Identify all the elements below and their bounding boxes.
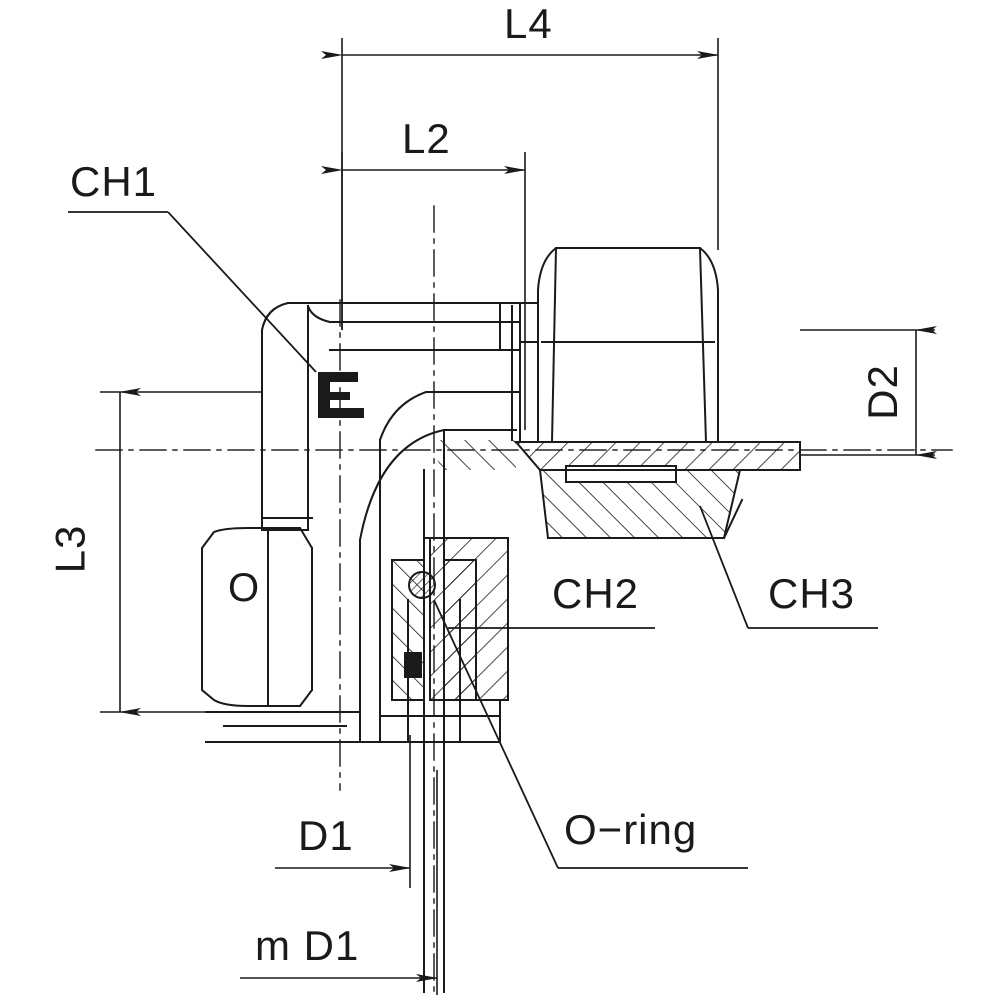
leader-O-ring bbox=[433, 599, 748, 869]
ch1-nut-body bbox=[261, 305, 309, 531]
dimension-label-L4: L4 bbox=[504, 0, 553, 47]
dimension-label-L2: L2 bbox=[402, 115, 451, 162]
elbow-outer-contour-2 bbox=[358, 429, 517, 542]
o-ring-feature bbox=[408, 571, 436, 599]
o-ring-circle bbox=[408, 571, 436, 599]
section-marker-symbol bbox=[318, 372, 364, 418]
right-port-seal-pocket bbox=[565, 465, 677, 483]
left-hex-nut bbox=[201, 517, 361, 743]
elbow-body-section bbox=[358, 391, 521, 993]
part-mark-nut-o: O bbox=[228, 566, 261, 610]
hex-right-edge-l bbox=[550, 246, 558, 444]
right-port-chamfer bbox=[722, 498, 744, 540]
dimension-D2 bbox=[800, 326, 937, 459]
dimension-label-m-D1: m D1 bbox=[255, 922, 360, 969]
left-nut-washer bbox=[205, 711, 361, 743]
dimension-label-D2: D2 bbox=[858, 364, 906, 420]
lower-stud-keyway bbox=[404, 652, 422, 678]
CH3-leader bbox=[699, 505, 749, 629]
dimension-L3 bbox=[100, 388, 262, 716]
callout-label-CH3: CH3 bbox=[768, 570, 856, 617]
hex-body-right bbox=[519, 246, 719, 444]
left-nut-outline bbox=[201, 527, 313, 707]
ch1-nut-chamfer-inner bbox=[306, 304, 332, 324]
CH1-leader bbox=[167, 211, 317, 373]
elbow-outer-contour bbox=[378, 391, 521, 442]
leader-CH3 bbox=[699, 505, 878, 629]
dimension-L4 bbox=[321, 38, 719, 330]
dimension-D1 bbox=[275, 735, 411, 888]
callout-label-CH1: CH1 bbox=[70, 158, 158, 205]
dimension-L2 bbox=[321, 152, 526, 430]
elbow-body-hatch-upper bbox=[428, 440, 516, 470]
dimension-label-D1: D1 bbox=[298, 812, 354, 859]
oring-leader bbox=[433, 599, 559, 869]
callout-label-CH2: CH2 bbox=[552, 570, 640, 617]
leader-CH1 bbox=[68, 211, 317, 373]
callout-label-o-ring: O−ring bbox=[564, 806, 698, 853]
right-port-section bbox=[513, 441, 801, 540]
dimension-label-L3: L3 bbox=[46, 524, 94, 574]
ch1-nut-chamfer bbox=[260, 302, 501, 332]
hex-right-outline bbox=[537, 247, 719, 443]
dimension-m-D1 bbox=[240, 770, 438, 995]
hex-right-edge-r bbox=[698, 246, 708, 444]
